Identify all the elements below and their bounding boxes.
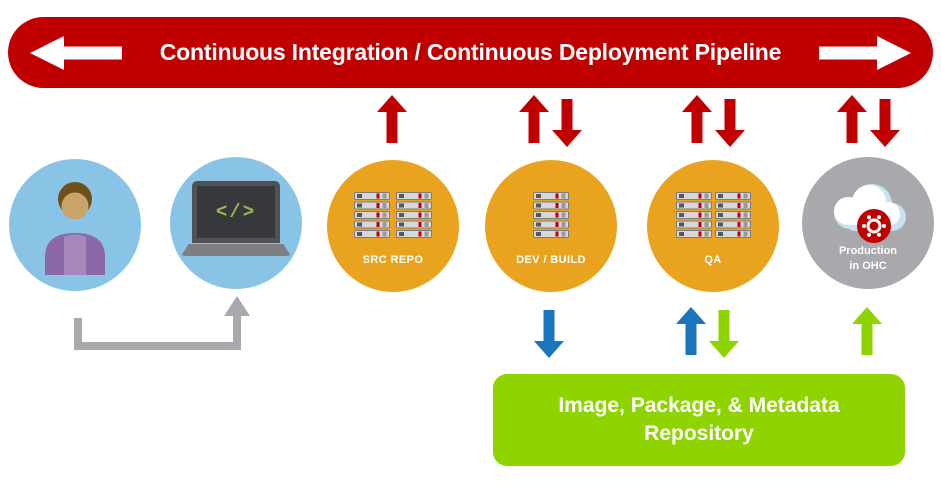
node-label-dev-build: DEV / BUILD	[516, 254, 586, 266]
node-label-qa: QA	[704, 254, 722, 266]
person-icon	[45, 182, 105, 275]
qa-down-arrow-icon	[715, 99, 745, 147]
code-icon: </>	[215, 201, 257, 223]
src-repo-up-arrow-icon	[377, 95, 407, 143]
node-qa: QA	[647, 160, 779, 292]
node-developer	[9, 159, 141, 291]
pipeline-banner: Continuous Integration / Continuous Depl…	[8, 17, 933, 88]
dev-build-up-arrow-icon	[519, 95, 549, 143]
repository-box: Image, Package, & Metadata Repository	[493, 374, 905, 466]
repository-to-production-up-arrow-icon	[852, 307, 882, 355]
laptop-screen: </>	[192, 181, 280, 243]
production-up-arrow-icon	[837, 95, 867, 143]
cloud-icon	[834, 184, 906, 243]
server-stack-icon	[327, 192, 459, 238]
pipeline-title: Continuous Integration / Continuous Depl…	[159, 39, 782, 65]
laptop-icon: </>	[170, 181, 302, 256]
production-label-line1: Production	[838, 245, 898, 258]
node-dev-build: DEV / BUILD	[485, 160, 617, 292]
repository-to-qa-up-arrow-icon	[676, 307, 706, 355]
node-label-production: Production in OHC	[802, 244, 934, 273]
pipeline-right-arrow-icon	[819, 35, 911, 70]
server-stack-icon	[485, 192, 617, 238]
developer-to-workstation-connector	[74, 296, 250, 350]
qa-up-arrow-icon	[682, 95, 712, 143]
production-down-arrow-icon	[870, 99, 900, 147]
repository-label-line1: Image, Package, & Metadata	[558, 393, 840, 417]
qa-to-repository-down-arrow-icon	[709, 310, 739, 358]
production-label-line2: in OHC	[849, 259, 887, 272]
openshift-icon	[857, 209, 891, 243]
dev-build-down-arrow-icon	[552, 99, 582, 147]
node-production: Production in OHC	[802, 157, 934, 289]
repository-label-line2: Repository	[644, 422, 754, 445]
server-stack-icon	[647, 192, 779, 238]
dev-build-to-repository-down-arrow-icon	[534, 310, 564, 358]
node-workstation: </>	[170, 157, 302, 289]
node-label-src-repo: SRC REPO	[362, 254, 424, 266]
node-src-repo: SRC REPO	[327, 160, 459, 292]
pipeline-left-arrow-icon	[30, 35, 122, 70]
laptop-keyboard	[181, 244, 291, 256]
